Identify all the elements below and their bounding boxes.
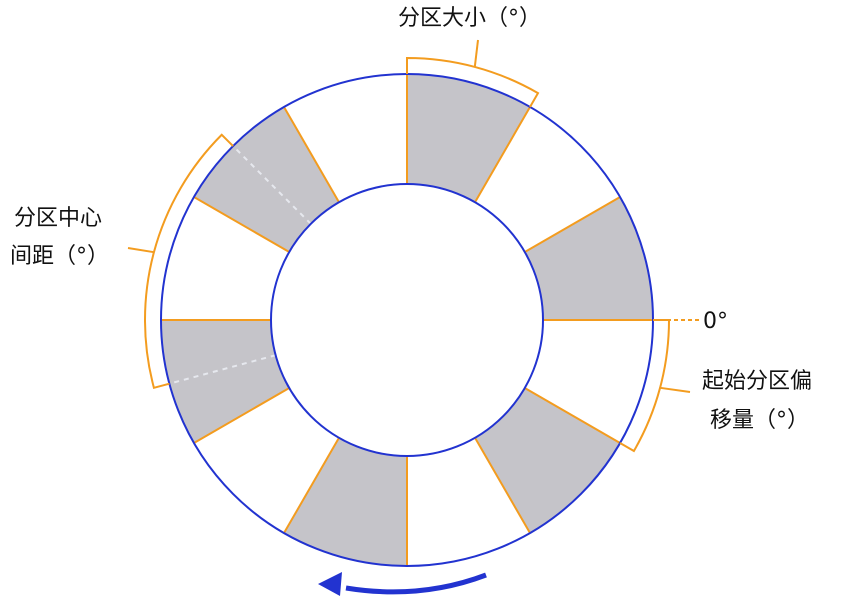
segment-edge — [474, 106, 531, 203]
start-offset-label-line2: 移量（°） — [710, 408, 810, 433]
segment-edge — [283, 437, 340, 534]
inner-ring — [270, 183, 544, 457]
segment-center-guide — [169, 354, 276, 385]
ring-segment — [407, 74, 530, 203]
start-offset-label-line1: 起始分区偏 — [702, 369, 813, 394]
segment-spacing-label-line1: 分区中心 — [14, 206, 103, 231]
segment-center-guide — [232, 145, 312, 225]
segment-spacing-bracket — [144, 133, 234, 390]
rotation-arrowhead-icon — [318, 572, 342, 596]
rotation-arrow — [345, 572, 487, 595]
start-offset-bracket — [619, 319, 671, 453]
ring-segment — [161, 320, 290, 443]
segment-edge — [283, 106, 340, 203]
start-offset-bracket-leader — [659, 386, 691, 393]
segment-edge — [193, 387, 290, 444]
ring-segment — [475, 388, 621, 534]
segment-edge — [193, 196, 290, 253]
segment-spacing-bracket-leader — [127, 247, 155, 254]
segment-size-bracket-leader — [473, 39, 479, 68]
segment-spacing-label-line2: 间距（°） — [10, 244, 110, 269]
zero-degree-label: 0° — [703, 309, 728, 334]
segment-size-label: 分区大小（°） — [398, 6, 542, 31]
ring-segment — [284, 437, 407, 566]
segment-edge — [474, 437, 531, 534]
segment-size-bracket — [406, 56, 540, 108]
ring-segment — [524, 197, 653, 320]
segment-edge — [524, 387, 621, 444]
segment-edge — [524, 196, 621, 253]
